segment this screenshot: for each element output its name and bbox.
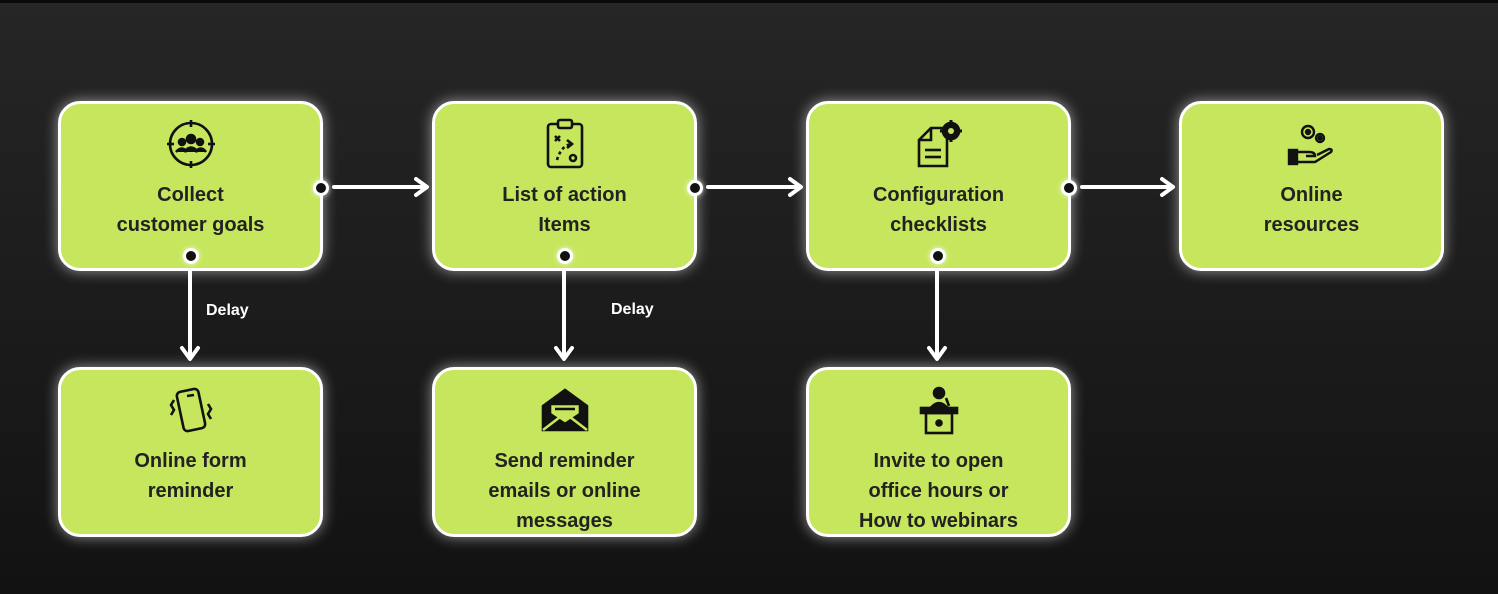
arrowhead-2	[788, 177, 803, 197]
node-label: List of action Items	[502, 184, 627, 236]
document-gear-icon	[913, 118, 965, 170]
clipboard-strategy-icon	[539, 118, 591, 170]
open-envelope-icon	[539, 384, 591, 436]
port-action-items-bottom	[557, 248, 573, 264]
delay-label: Delay	[206, 302, 249, 319]
arrowhead-6	[927, 346, 947, 361]
node-label: Configuration checklists	[872, 184, 1005, 236]
port-config-right	[1061, 180, 1077, 196]
port-collect-bottom	[183, 248, 199, 264]
arrowhead-5	[554, 346, 574, 361]
arrowhead-1	[414, 177, 429, 197]
node-configuration-checklists: Configuration checklists	[806, 101, 1071, 271]
delay-label: Delay	[611, 301, 654, 318]
node-label: Online resources	[1263, 184, 1360, 236]
node-list-of-action-items: List of action Items	[432, 101, 697, 271]
node-label: Online form reminder	[134, 450, 247, 502]
target-group-icon	[165, 118, 217, 170]
top-border	[0, 0, 1498, 3]
node-invite-office-hours: Invite to open office hours or How to we…	[806, 367, 1071, 537]
port-action-items-right	[687, 180, 703, 196]
node-online-resources: Online resources	[1179, 101, 1444, 271]
vibrating-phone-icon	[165, 384, 217, 436]
speaker-podium-icon	[913, 384, 965, 436]
hand-gears-icon	[1286, 118, 1338, 170]
node-online-form-reminder: Online form reminder	[58, 367, 323, 537]
node-send-reminder-emails: Send reminder emails or online messages	[432, 367, 697, 537]
arrowhead-4	[180, 346, 200, 361]
arrowhead-3	[1160, 177, 1175, 197]
node-label: Collect customer goals	[116, 184, 265, 236]
port-config-bottom	[930, 248, 946, 264]
node-collect-customer-goals: Collect customer goals	[58, 101, 323, 271]
node-label: Invite to open office hours or How to we…	[859, 450, 1018, 532]
port-collect-right	[313, 180, 329, 196]
node-label: Send reminder emails or online messages	[488, 450, 641, 532]
